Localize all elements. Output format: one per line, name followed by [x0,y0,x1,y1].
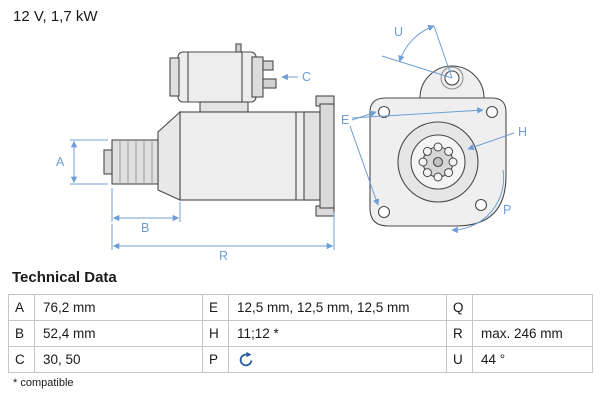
dim-label-b: B [141,221,149,235]
dim-r [111,212,335,250]
param-key-u: U [446,346,473,373]
technical-data-table: A 76,2 mm E 12,5 mm, 12,5 mm, 12,5 mm Q … [8,294,593,373]
param-value-c: 30, 50 [34,346,203,373]
table-row: B 52,4 mm H 11;12 * R max. 246 mm [8,320,593,347]
param-key-c: C [8,346,35,373]
param-key-a: A [8,294,35,321]
bolt-hole-top-left [377,105,391,119]
spline-teeth [418,142,458,182]
param-key-h: H [202,320,229,347]
param-value-u: 44 ° [472,346,593,373]
center-boss [397,121,479,203]
param-value-r: max. 246 mm [472,320,593,347]
param-value-h: 11;12 * [228,320,447,347]
dim-label-u: U [394,25,403,39]
leader-e [349,107,484,206]
angle-u [381,24,453,79]
side-view [103,43,335,217]
mounting-flange-side [315,95,335,217]
param-key-r: R [446,320,473,347]
param-key-q: Q [446,294,473,321]
dim-label-c: C [302,70,311,84]
dim-label-h: H [518,125,527,139]
rotation-p-arc [451,169,505,234]
end-view [369,65,507,227]
bolt-hole-bottom-left [377,205,391,219]
solenoid-saddle [199,101,249,113]
leader-h [467,132,515,151]
table-row: C 30, 50 P U 44 ° [8,346,593,373]
param-value-q [472,294,593,321]
technical-data-title: Technical Data [12,269,117,286]
compatibility-footnote: * compatible [13,377,74,389]
param-key-b: B [8,320,35,347]
rotation-clockwise-icon [239,351,253,366]
param-value-p-rotation [228,346,447,373]
pinion-gear [103,139,159,185]
param-value-e: 12,5 mm, 12,5 mm, 12,5 mm [228,294,447,321]
dim-b [111,188,181,222]
motor-body [179,111,321,201]
bolt-hole-top-right [485,105,499,119]
param-value-a: 76,2 mm [34,294,203,321]
bolt-hole-bottom-right [474,198,488,212]
param-key-e: E [202,294,229,321]
dim-label-r: R [219,249,228,263]
dim-label-a: A [56,155,65,169]
param-value-b: 52,4 mm [34,320,203,347]
power-rating: 12 V, 1,7 kW [13,8,98,25]
nose-cone [157,110,181,201]
dim-label-e: E [341,113,349,127]
dim-label-p: P [503,203,511,217]
param-key-p: P [202,346,229,373]
starter-motor-diagram: A B R C E H U P [56,24,527,263]
table-row: A 76,2 mm E 12,5 mm, 12,5 mm, 12,5 mm Q [8,294,593,321]
dim-a [70,139,108,185]
solenoid [169,43,277,103]
lug-hole-ring [440,66,464,90]
